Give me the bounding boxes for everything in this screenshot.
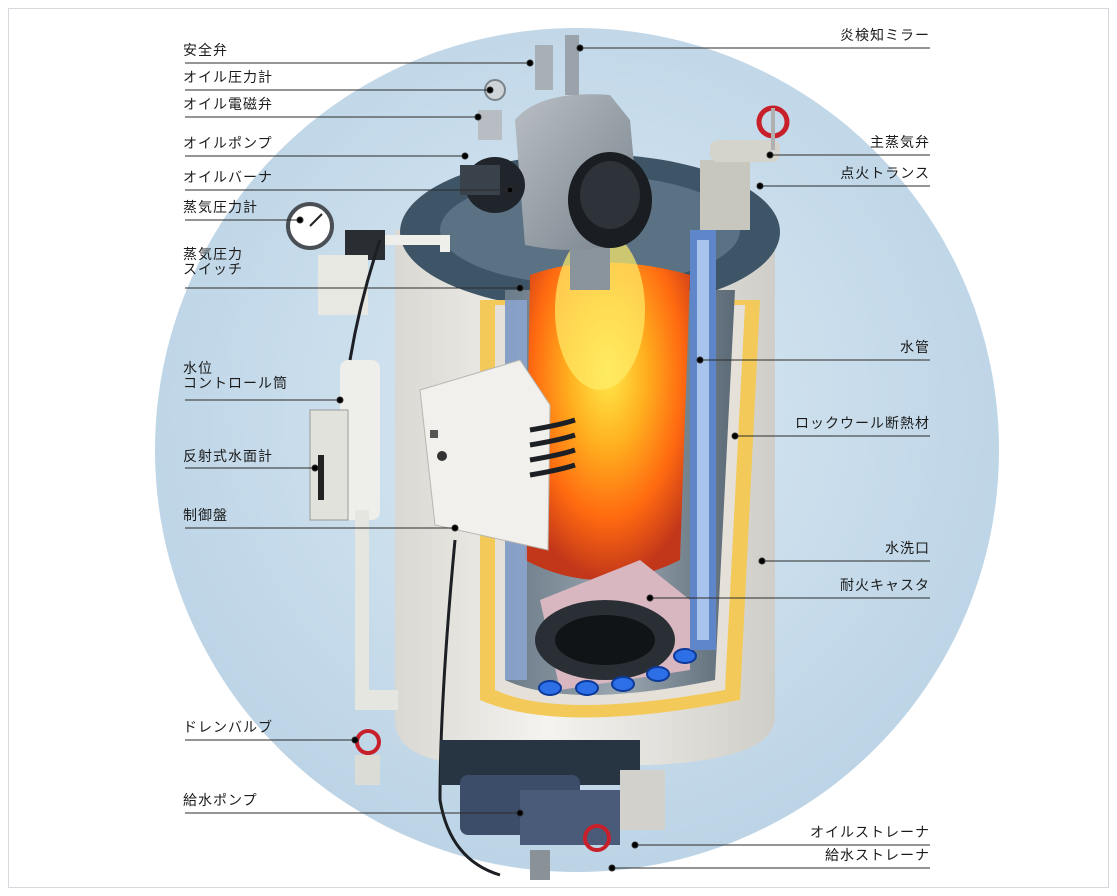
image-frame <box>8 8 1109 888</box>
label-feed-water-strainer: 給水ストレーナ <box>825 848 930 864</box>
water-level-control-assembly <box>286 202 450 785</box>
leader-lines <box>185 44 930 872</box>
label-steam-pressure-switch-line1: 蒸気圧力 <box>183 247 243 263</box>
label-ignition-transformer: 点火トランス <box>840 166 930 182</box>
label-oil-pump: オイルポンプ <box>183 136 273 152</box>
label-oil-strainer: オイルストレーナ <box>810 825 930 841</box>
label-safety-valve: 安全弁 <box>183 43 228 59</box>
burner-assembly <box>460 35 652 290</box>
main-steam-valve-assembly <box>700 105 790 230</box>
label-water-tube: 水管 <box>900 340 930 356</box>
label-washout-port: 水洗口 <box>885 541 930 557</box>
label-steam-pressure-switch: 蒸気圧力 スイッチ <box>183 248 243 278</box>
label-reflective-water-gauge: 反射式水面計 <box>183 449 273 465</box>
label-steam-pressure-switch-line2: スイッチ <box>183 262 243 278</box>
bottom-equipment <box>440 740 665 880</box>
cutaway-section <box>480 230 760 718</box>
label-flame-detection-mirror: 炎検知ミラー <box>840 28 930 44</box>
label-steam-pressure-gauge: 蒸気圧力計 <box>183 200 258 216</box>
label-refractory-castable: 耐火キャスタ <box>840 578 930 594</box>
label-oil-burner: オイルバーナ <box>183 170 273 186</box>
label-oil-solenoid-valve: オイル電磁弁 <box>183 97 273 113</box>
label-oil-pressure-gauge: オイル圧力計 <box>183 70 273 86</box>
control-panel-box <box>348 239 576 877</box>
label-main-steam-valve: 主蒸気弁 <box>870 135 930 151</box>
label-feed-water-pump: 給水ポンプ <box>183 793 258 809</box>
label-rockwool-insulation: ロックウール断熱材 <box>795 416 930 432</box>
label-control-panel: 制御盤 <box>183 508 228 524</box>
label-drain-valve: ドレンバルブ <box>183 720 273 736</box>
label-water-level-control: 水位 コントロール筒 <box>183 362 288 392</box>
label-water-level-control-line2: コントロール筒 <box>183 376 288 392</box>
label-water-level-control-line1: 水位 <box>183 361 213 377</box>
water-tube-ends <box>538 648 697 696</box>
